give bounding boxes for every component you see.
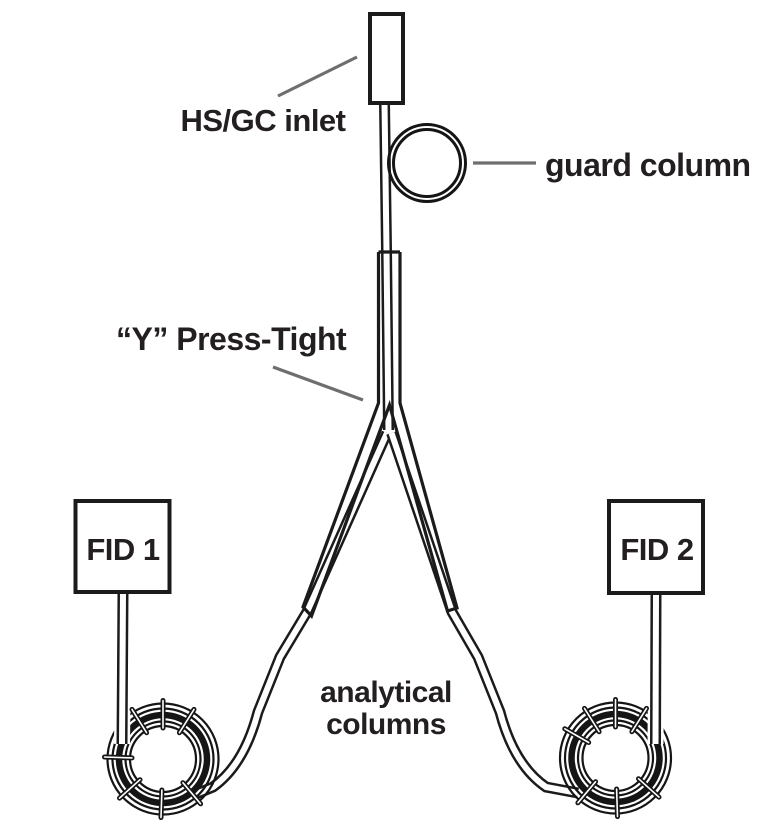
fid2-tube: [647, 593, 664, 745]
left-coil-winding-ticks: [102, 698, 204, 820]
guard-capillary-tube: [379, 102, 394, 431]
right-analytical-capillary: [386, 431, 580, 799]
press-tight-label: “Y” Press-Tight: [116, 321, 347, 357]
guard-coil-inner-ring: [392, 128, 462, 198]
inlet-label: HS/GC inlet: [180, 103, 345, 138]
fid1-label: FID 1: [86, 532, 160, 567]
left-analytical-capillary: [193, 430, 393, 800]
inlet-box: [368, 12, 405, 105]
right-coil-winding-ticks: [562, 697, 662, 819]
fid1-tube: [114, 592, 131, 745]
guard-column-label: guard column: [545, 147, 751, 183]
fid1-box: [73, 499, 172, 594]
analytical-columns-label-line2: columns: [326, 708, 446, 741]
fid2-label: FID 2: [620, 532, 693, 567]
analytical-columns-label-line1: analytical: [320, 676, 452, 709]
fid2-box: [607, 499, 705, 595]
guard-column-coil: [387, 123, 467, 203]
guard-coil-outer-ring: [387, 123, 467, 203]
press-tight-leader-line: [272, 365, 364, 402]
y-press-tight-body: [301, 250, 459, 619]
inlet-leader-line: [277, 55, 358, 98]
